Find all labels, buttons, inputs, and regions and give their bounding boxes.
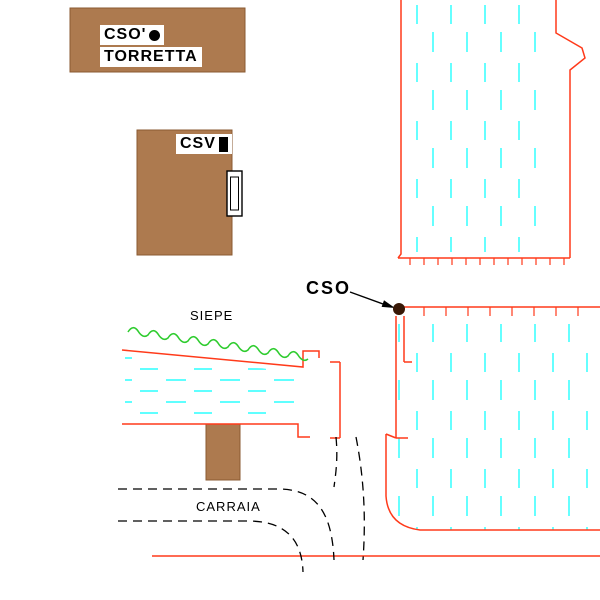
canal-top-edge <box>121 349 320 368</box>
upper-parcel-hatch <box>404 0 550 252</box>
lower-right-parcel <box>152 324 600 557</box>
carraia-label: CARRAIA <box>196 499 261 514</box>
siepe-label: SIEPE <box>190 308 234 323</box>
pillar <box>205 423 241 481</box>
gate-posts <box>330 316 412 439</box>
canal-hatch <box>125 356 300 420</box>
label-building-top-name-text: CSO' <box>104 26 147 43</box>
canal-band <box>121 349 320 481</box>
carraia-track <box>118 436 365 573</box>
fence-posts <box>423 307 579 316</box>
cso-manhole-dot <box>393 303 405 315</box>
label-building-top-sub-text: TORRETTA <box>104 48 198 65</box>
upper-parcel-right-edge <box>555 0 586 258</box>
lower-parcel-hatch <box>386 324 600 530</box>
csv-door-detail <box>226 170 243 217</box>
label-building-mid: CSV <box>176 134 232 155</box>
label-building-mid-text: CSV <box>180 135 216 152</box>
track-dash-lower <box>118 520 304 573</box>
track-dash-right <box>355 436 365 561</box>
door-inner-frame <box>230 176 239 211</box>
upper-parcel-left-edge <box>397 0 402 259</box>
manhole-dot-icon <box>149 29 161 41</box>
guardrail-fence <box>404 306 600 316</box>
curve-connector <box>385 433 397 439</box>
upper-parcel-bottom-ticks <box>409 258 565 265</box>
upper-right-parcel <box>397 0 586 265</box>
hedge-squiggle <box>127 326 309 362</box>
cso-callout-arrow <box>349 291 395 308</box>
label-building-top-sub: TORRETTA <box>100 47 202 68</box>
track-dash-upper <box>118 488 335 561</box>
csv-block-icon <box>218 136 228 152</box>
lower-parcel-curve-edge <box>385 434 600 531</box>
gate-post-left <box>330 361 341 439</box>
gate-post-right <box>395 316 412 439</box>
track-dash-spur <box>333 436 338 488</box>
label-building-top-name: CSO' <box>100 25 165 46</box>
cso-callout-label: CSO <box>306 278 352 298</box>
arrow-head <box>381 300 395 308</box>
canal-bottom-edge <box>122 423 310 438</box>
arrow-shaft <box>349 291 384 305</box>
